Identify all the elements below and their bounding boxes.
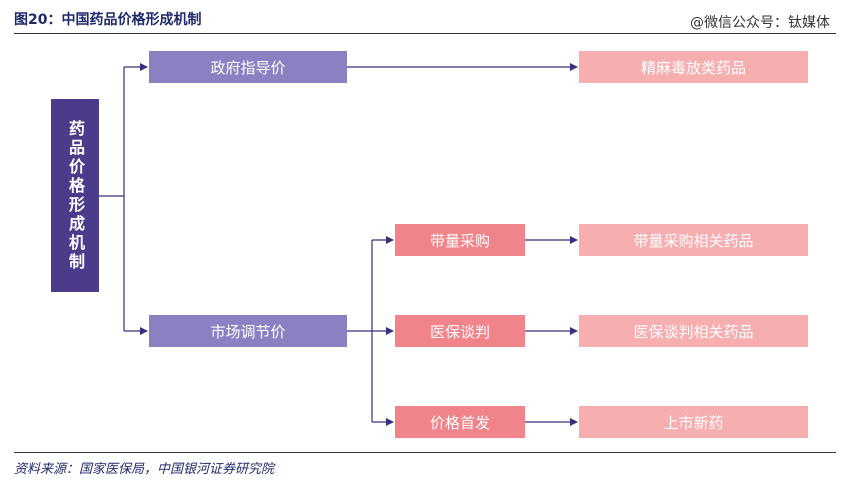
initial-pricing-node: 价格首发 — [395, 406, 525, 438]
root-node: 药品价格形成机制 — [51, 99, 99, 292]
source-note: 资料来源：国家医保局，中国银河证券研究院 — [14, 462, 275, 477]
watermark: @微信公众号：钛媒体 — [690, 15, 830, 31]
figure-title: 图20：中国药品价格形成机制 — [14, 12, 202, 28]
new-drugs-leaf: 上市新药 — [579, 406, 808, 438]
controlled-drugs-leaf: 精麻毒放类药品 — [579, 51, 808, 83]
insurance-negotiation-node: 医保谈判 — [395, 315, 525, 347]
bottom-rule — [14, 452, 836, 453]
bulk-purchase-node: 带量采购 — [395, 224, 525, 256]
market-regulated-price-node: 市场调节价 — [149, 315, 347, 347]
bulk-purchase-drugs-leaf: 带量采购相关药品 — [579, 224, 808, 256]
top-rule — [14, 33, 836, 34]
insurance-negotiation-drugs-leaf: 医保谈判相关药品 — [579, 315, 808, 347]
government-guided-price-node: 政府指导价 — [149, 51, 347, 83]
